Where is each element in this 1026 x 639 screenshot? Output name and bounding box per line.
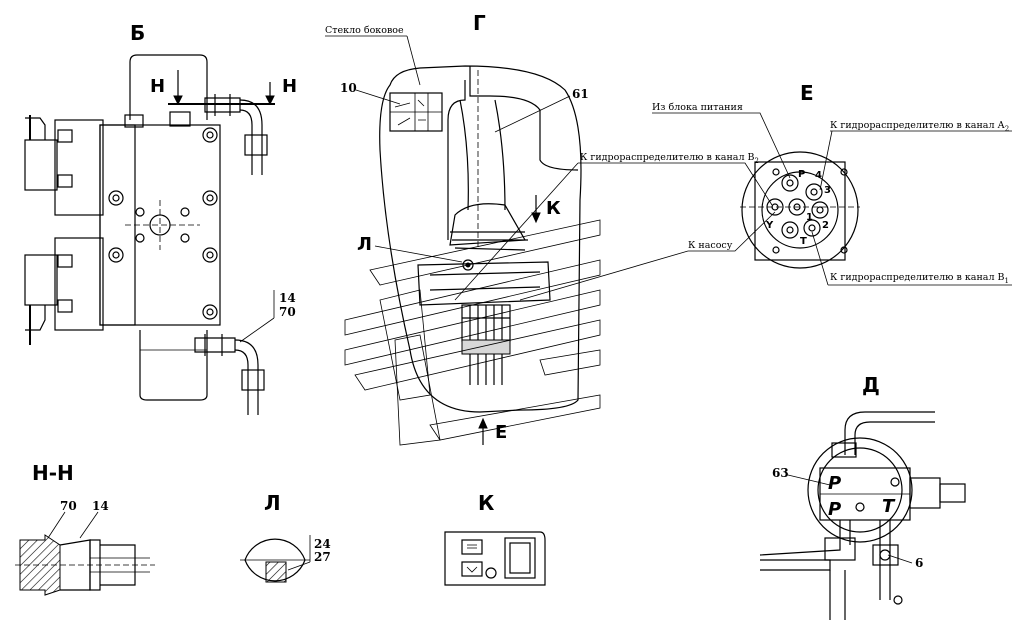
port-2: 2 [822,220,829,231]
note-to-pump: К насосу [688,240,733,251]
section-l-title: Л [264,491,281,515]
callout-70: 70 [279,305,296,319]
port-y: Y [765,220,774,231]
note-to-b1: К гидрораспределителю в канал В1 [830,272,1009,285]
view-g: Г Стекло боковое 10 61 К Л [325,11,601,446]
view-b-title: Б [130,21,145,45]
callout-70b: 70 [60,499,77,513]
callout-61: 61 [572,87,589,101]
note-to-a2: К гидрораспределителю в канал А2 [830,120,1009,133]
view-b: Б [24,21,297,415]
section-n-n: Н-Н 70 14 [15,461,155,596]
valve-p1: P [828,473,841,494]
view-k: К [444,491,546,586]
section-l: Л 24 27 [240,491,331,583]
port-4: 4 [815,170,822,181]
callout-24: 24 [314,537,331,551]
port-3: 3 [824,185,831,196]
port-p: Р [798,169,805,180]
callout-10: 10 [340,81,357,95]
view-k-title: К [478,491,495,515]
note-glass: Стекло боковое [325,25,404,36]
callout-63: 63 [772,466,789,480]
callout-14: 14 [279,291,296,305]
view-d: Д P P T 63 6 [759,373,966,620]
view-e-title: Е [800,81,814,105]
valve-t2: T [882,496,896,517]
marker-e-arrow: Е [495,422,507,443]
section-nn-title: Н-Н [32,461,74,485]
marker-n-left: Н [150,76,165,97]
note-from-power: Из блока питания [652,102,743,113]
view-e: Е Р 4 3 1 2 Y Т Из блока питания К гидро… [454,81,1012,301]
port-1: 1 [806,212,813,223]
callout-14b: 14 [92,499,109,513]
marker-l: Л [357,234,372,255]
marker-n-right: Н [282,76,297,97]
valve-p2: P [828,499,841,520]
view-g-title: Г [473,11,486,35]
callout-27: 27 [314,550,331,564]
port-t: Т [800,236,807,247]
note-to-b2: К гидрораспределителю в канал В2 [580,152,759,165]
view-d-title: Д [862,373,880,397]
callout-6: 6 [915,556,923,570]
marker-k-arrow: К [546,198,561,219]
